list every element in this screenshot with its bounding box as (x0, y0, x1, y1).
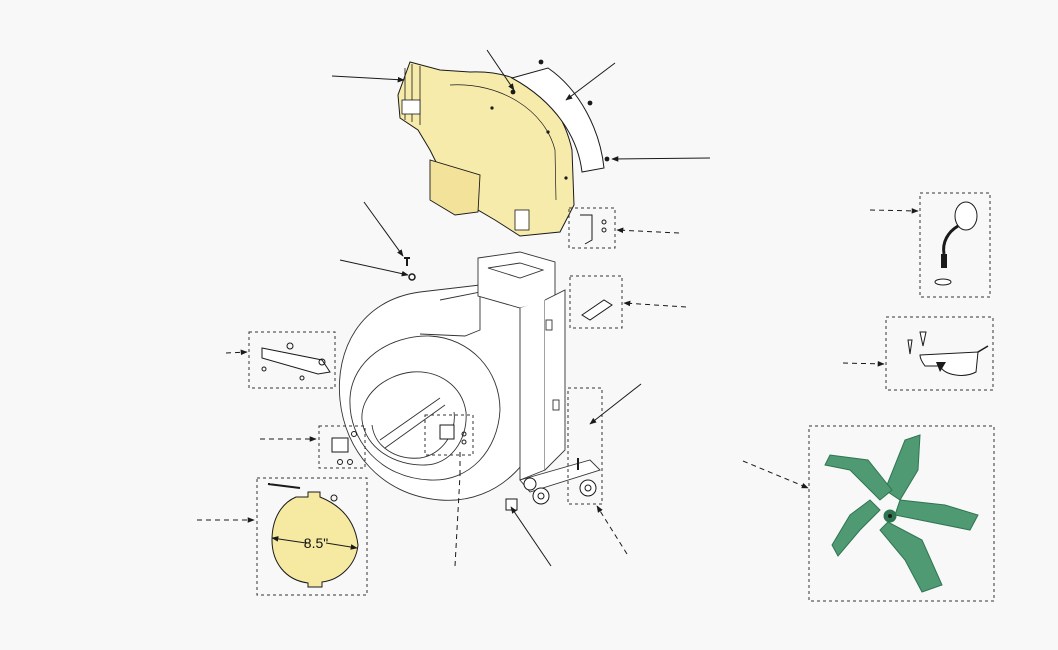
arrow-icon (363, 201, 404, 257)
housing-latch-box (568, 207, 616, 249)
support-frame (477, 251, 601, 493)
latch-clip-box (318, 425, 366, 469)
safety-glasses-icon (919, 345, 989, 376)
inlet-clip-box (424, 414, 474, 456)
mounting-bracket-box (248, 331, 336, 389)
discharge-housing (397, 61, 575, 237)
arrow-icon (331, 75, 405, 83)
arrow-icon (869, 208, 919, 214)
arrow-icon (611, 156, 711, 162)
frame-bracket-box (569, 275, 623, 329)
restrictor-plate (271, 491, 359, 588)
impeller-box (808, 425, 995, 602)
arrow-icon (510, 506, 552, 567)
screw-icon (587, 100, 593, 106)
arrow-icon (225, 349, 248, 356)
screw-icon (538, 59, 544, 65)
screw-pair (404, 257, 416, 281)
caster-frame-box (567, 387, 603, 505)
restrictor-plate-box: 8.5" (256, 477, 368, 596)
clean-out-strip (510, 59, 610, 173)
safety-glasses-box (885, 316, 994, 391)
arrow-icon (589, 383, 642, 425)
caster-icon (505, 458, 597, 511)
screw-icon (604, 156, 610, 162)
arrow-icon (339, 259, 409, 277)
arrow-icon (486, 49, 515, 91)
arrow-icon (616, 227, 680, 234)
impeller-icon (824, 434, 979, 593)
arrow-icon (623, 300, 687, 308)
arrow-icon (565, 62, 616, 101)
dimension-label: 8.5" (304, 535, 328, 551)
arrow-icon (454, 474, 461, 567)
screw-icon (510, 89, 516, 95)
arrow-icon (596, 505, 628, 555)
arrow-icon (842, 361, 885, 367)
arrow-icon (742, 460, 809, 489)
light-bulb-icon (934, 201, 978, 286)
blower-scroll (338, 284, 546, 501)
light-bulb-box (919, 192, 991, 298)
leader-arrows (197, 49, 919, 567)
